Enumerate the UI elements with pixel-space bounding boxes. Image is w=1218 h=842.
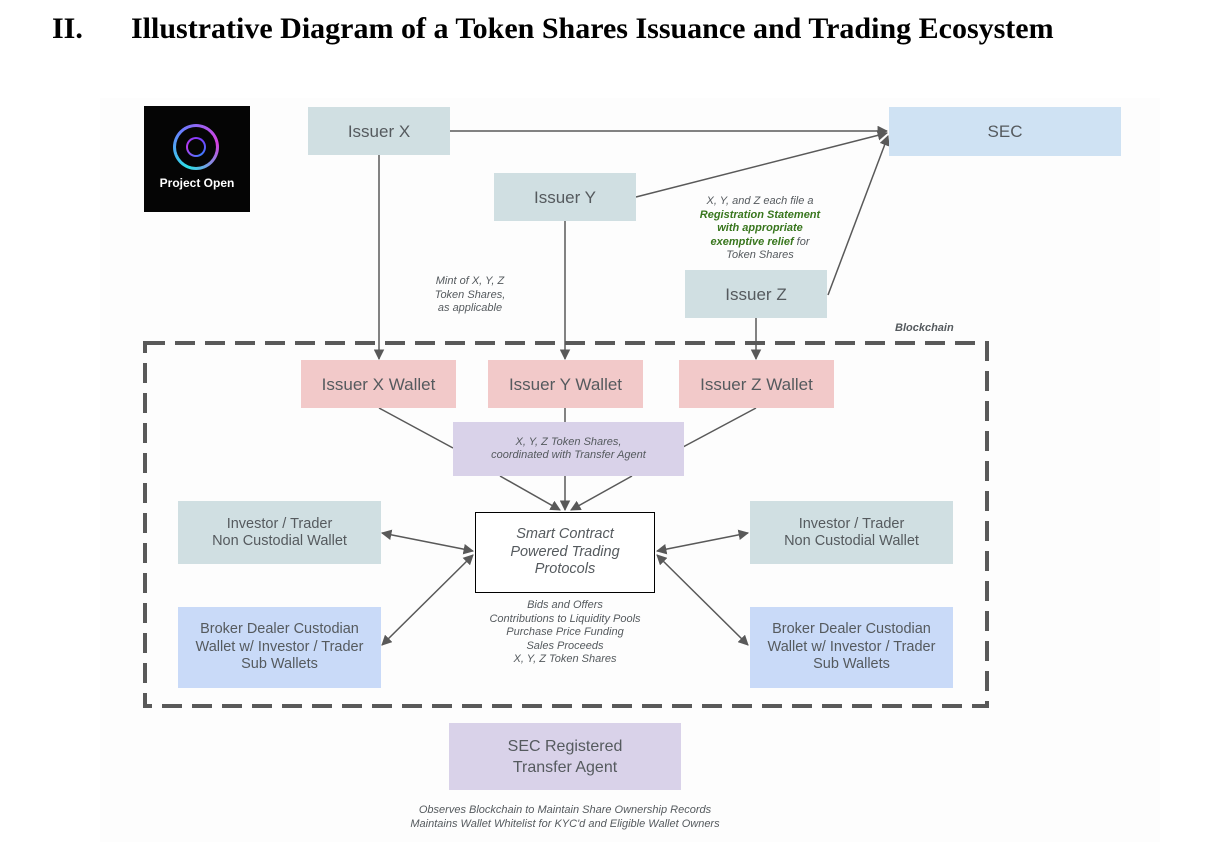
node-transfer-agent-line: Transfer Agent <box>512 758 618 776</box>
connector-broker-left-smart <box>381 554 474 646</box>
note-registration-last: Token Shares <box>726 249 794 261</box>
node-transfer-agent: SEC Registered Transfer Agent <box>449 723 681 790</box>
node-issuer-y-wallet-label: Issuer Y Wallet <box>508 374 623 394</box>
node-issuer-x-wallet-label: Issuer X Wallet <box>321 374 436 394</box>
connector-issuer-z-to-sec <box>827 135 890 296</box>
node-broker-right: Broker Dealer Custodian Wallet w/ Invest… <box>750 607 953 688</box>
node-sec-label: SEC <box>987 122 1023 141</box>
note-registration-emphasis: Registration Statement <box>699 208 821 221</box>
node-token-shares: X, Y, Z Token Shares, coordinated with T… <box>453 422 684 476</box>
note-mint-line: Token Shares, <box>434 288 506 301</box>
note-registration: X, Y, and Z each file a Registration Sta… <box>680 195 840 263</box>
note-transfer-agent-roles: Observes Blockchain to Maintain Share Ow… <box>380 804 750 831</box>
node-token-shares-line: coordinated with Transfer Agent <box>491 449 646 461</box>
connector-x-wallet-to-token-shares <box>378 407 454 449</box>
note-flow-item: Sales Proceeds <box>526 639 604 652</box>
note-flow-item: X, Y, Z Token Shares <box>513 653 617 665</box>
section-heading: II. Illustrative Diagram of a Token Shar… <box>0 6 1218 50</box>
note-flows: Bids and Offers Contributions to Liquidi… <box>455 599 675 667</box>
node-issuer-z-wallet-label: Issuer Z Wallet <box>700 374 813 394</box>
section-title: Illustrative Diagram of a Token Shares I… <box>131 12 1054 45</box>
node-issuer-y: Issuer Y <box>494 173 636 221</box>
node-investor-right-line: Investor / Trader <box>798 515 905 532</box>
note-flow-item: Bids and Offers <box>527 599 603 611</box>
node-investor-left-line: Investor / Trader <box>226 515 333 532</box>
node-investor-left-line: Non Custodial Wallet <box>212 532 347 549</box>
project-open-logo: Project Open <box>144 106 250 212</box>
node-broker-right-line: Broker Dealer Custodian <box>772 621 931 638</box>
blockchain-label: Blockchain <box>895 322 954 334</box>
note-registration-emphasis: with appropriate <box>717 222 803 234</box>
node-smart-contract: Smart Contract Powered Trading Protocols <box>475 512 655 593</box>
connector-z-wallet-to-token-shares <box>682 407 757 448</box>
node-broker-left-line: Broker Dealer Custodian <box>200 621 359 638</box>
connector-token-shares-to-smart-left <box>499 475 561 511</box>
note-mint: Mint of X, Y, Z Token Shares, as applica… <box>410 275 530 316</box>
node-issuer-y-label: Issuer Y <box>533 187 597 207</box>
node-investor-left: Investor / Trader Non Custodial Wallet <box>178 501 381 564</box>
node-issuer-x-wallet: Issuer X Wallet <box>301 360 456 408</box>
node-smart-contract-line: Powered Trading <box>510 543 620 560</box>
logo-label: Project Open <box>159 176 235 190</box>
note-role-item: Maintains Wallet Whitelist for KYC'd and… <box>410 817 720 830</box>
blockchain-boundary <box>143 341 989 708</box>
node-broker-left-line: Wallet w/ Investor / Trader <box>195 638 364 655</box>
node-smart-contract-line: Protocols <box>534 561 596 578</box>
node-investor-right-line: Non Custodial Wallet <box>784 532 919 549</box>
node-broker-left-line: Sub Wallets <box>241 656 318 673</box>
node-token-shares-line: X, Y, Z Token Shares, <box>515 435 622 448</box>
section-number: II. <box>52 12 83 45</box>
node-transfer-agent-line: SEC Registered <box>507 737 623 755</box>
node-issuer-x: Issuer X <box>308 107 450 155</box>
note-flow-item: Purchase Price Funding <box>506 626 624 638</box>
node-smart-contract-line: Smart Contract <box>516 526 614 543</box>
note-mint-line: Mint of X, Y, Z <box>435 275 505 287</box>
node-issuer-z-wallet: Issuer Z Wallet <box>679 360 834 408</box>
node-broker-right-line: Wallet w/ Investor / Trader <box>767 638 936 655</box>
inner-ring-icon <box>186 137 206 157</box>
note-registration-prefix: X, Y, and Z each file a <box>706 195 814 207</box>
connector-issuer-y-to-sec <box>635 130 889 198</box>
note-mint-line: as applicable <box>437 302 503 314</box>
node-investor-right: Investor / Trader Non Custodial Wallet <box>750 501 953 564</box>
note-flow-item: Contributions to Liquidity Pools <box>489 612 641 625</box>
node-broker-left: Broker Dealer Custodian Wallet w/ Invest… <box>178 607 381 688</box>
node-broker-right-line: Sub Wallets <box>813 656 890 673</box>
note-registration-emphasis: exemptive relief <box>710 235 794 248</box>
connector-token-shares-to-smart-right <box>570 475 633 511</box>
node-issuer-x-label: Issuer X <box>347 121 411 141</box>
node-sec: SEC <box>889 107 1121 156</box>
note-role-item: Observes Blockchain to Maintain Share Ow… <box>418 804 712 816</box>
node-issuer-z-label: Issuer Z <box>725 284 787 304</box>
connector-broker-right-smart <box>656 554 749 646</box>
node-issuer-y-wallet: Issuer Y Wallet <box>488 360 643 408</box>
node-issuer-z: Issuer Z <box>685 270 827 318</box>
connector-investor-right-smart <box>655 529 750 555</box>
connector-investor-left-smart <box>380 529 475 555</box>
note-registration-suffix: for <box>793 235 810 248</box>
